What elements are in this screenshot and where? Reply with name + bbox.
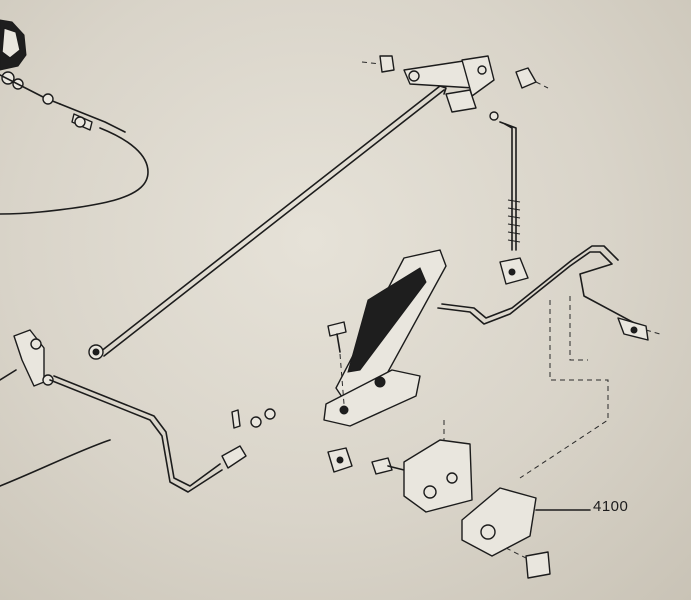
pedal-screw bbox=[327, 321, 347, 405]
bellcrank-bracket bbox=[361, 55, 549, 121]
lower-linkage bbox=[0, 329, 276, 493]
accelerator-pedal bbox=[323, 249, 447, 427]
part-number-callout: 4100 bbox=[593, 498, 629, 515]
threaded-rod bbox=[499, 121, 529, 285]
assembly-guide-lines bbox=[443, 296, 609, 559]
part-4100-block bbox=[461, 487, 591, 579]
crank-arm bbox=[437, 245, 661, 341]
carburettor-lever-assembly bbox=[0, 19, 61, 105]
throttle-cable bbox=[0, 103, 149, 215]
pedal-pivot-bracket bbox=[327, 439, 473, 513]
